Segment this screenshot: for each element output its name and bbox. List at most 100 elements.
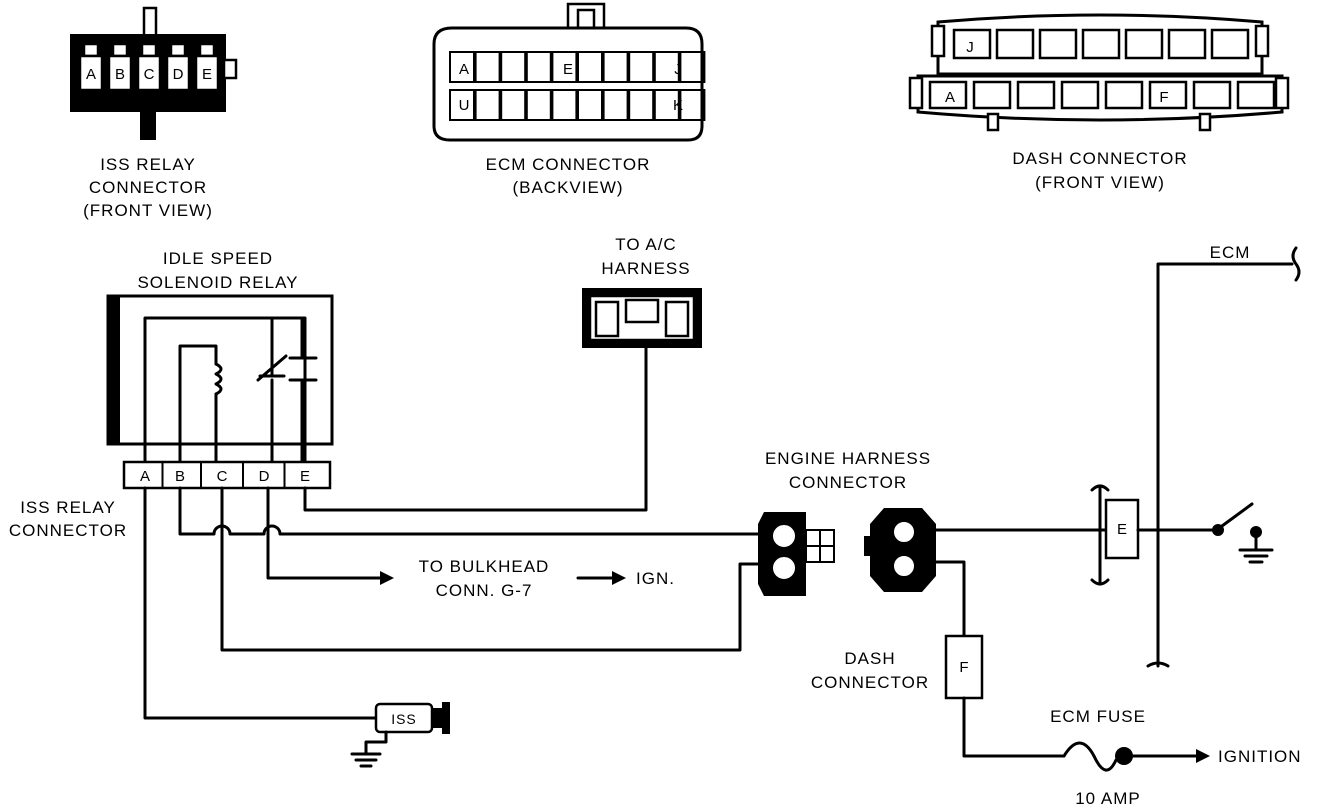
iss-relay-connector-front-view: A B C D E — [70, 6, 238, 140]
bulkhead-label-2: CONN. G-7 — [436, 581, 533, 600]
dash-cavity — [928, 80, 968, 110]
ecm-cavity — [679, 89, 706, 121]
iss-relay-connector-label-3: (FRONT VIEW) — [83, 201, 213, 220]
wire-e-to-ac-harness — [303, 344, 648, 512]
iss-relay-connector-label-2: CONNECTOR — [89, 178, 207, 197]
dash-cavity — [1104, 80, 1144, 110]
dash-cavity — [1167, 28, 1207, 60]
ecm-pin-u: U — [459, 97, 470, 114]
ecm-boundary — [1156, 262, 1294, 668]
ecm-cavity — [500, 89, 527, 121]
ecm-cavity — [551, 51, 578, 83]
ecm-cavity — [551, 89, 578, 121]
dash-connector-label-1: DASH CONNECTOR — [1012, 149, 1187, 168]
ecm-cavity — [500, 51, 527, 83]
ecm-connector-backview: A E J U K — [432, 2, 706, 142]
engine-harness-connector-right — [864, 508, 936, 592]
iss-top-pin-b: B — [115, 66, 125, 83]
iss-mid-pin-e: E — [300, 468, 310, 485]
ecm-fuse-label: ECM FUSE — [1050, 707, 1146, 726]
ecm-cavity — [577, 89, 603, 121]
iss-top-pin-d: D — [173, 66, 184, 83]
ecm-pin-a: A — [459, 61, 469, 78]
ecm-cavity — [653, 89, 680, 121]
dash-cavity — [1081, 28, 1121, 60]
wire-c-to-engine-harness — [220, 486, 760, 652]
dash-connector-mid-label-1: DASH — [844, 649, 895, 668]
idle-speed-solenoid-relay — [106, 294, 334, 464]
dash-cavity — [952, 28, 992, 60]
ecm-connector-label-1: ECM CONNECTOR — [486, 155, 651, 174]
relay-coil — [214, 362, 223, 396]
engine-harness-label-1: ENGINE HARNESS — [765, 449, 931, 468]
relay-title-2: SOLENOID RELAY — [137, 273, 298, 292]
iss-mid-pin-a: A — [140, 468, 150, 485]
iss-top-pin-a: A — [86, 66, 96, 83]
dash-connector-mid-label-2: CONNECTOR — [811, 673, 929, 692]
ecm-connector-label-2: (BACKVIEW) — [512, 178, 623, 197]
dash-connector-f: F — [944, 634, 984, 700]
iss-top-pin-e: E — [202, 66, 212, 83]
ecm-cavity — [628, 51, 655, 83]
dash-connector-label-2: (FRONT VIEW) — [1035, 173, 1165, 192]
ecm-cavity — [449, 51, 475, 83]
dash-cavity — [1148, 80, 1188, 110]
ignition-label: IGNITION — [1218, 747, 1302, 766]
iss-solenoid: ISS — [350, 702, 450, 768]
dash-cavity — [1060, 80, 1100, 110]
dash-connector-f-label: F — [959, 659, 968, 676]
ecm-pin-e: E — [563, 61, 573, 78]
ac-harness-connector — [582, 288, 702, 348]
bulkhead-label-1: TO BULKHEAD — [419, 557, 550, 576]
ecm-pin-j: J — [674, 61, 682, 78]
dash-cavity — [972, 80, 1012, 110]
wire-a-to-iss — [143, 486, 378, 720]
dash-cavity — [1038, 28, 1078, 60]
iss-mid-pin-c: C — [217, 468, 228, 485]
ecm-fuse-symbol — [1062, 741, 1118, 772]
dash-cavity — [1192, 80, 1232, 110]
ign-label: IGN. — [636, 569, 675, 588]
dash-cavity — [1236, 80, 1276, 110]
dash-pin-a: A — [945, 89, 955, 106]
ecm-label: ECM — [1210, 243, 1251, 262]
dash-cavity — [1124, 28, 1164, 60]
ac-harness-label-2: HARNESS — [601, 259, 690, 278]
ecm-terminal-e-label: E — [1117, 521, 1127, 538]
iss-relay-connector-label-1: ISS RELAY — [100, 155, 196, 174]
iss-top-pin-c: C — [144, 66, 155, 83]
ecm-cavity — [628, 89, 655, 121]
engine-harness-label-2: CONNECTOR — [789, 473, 907, 492]
wire-d-to-bulkhead — [266, 486, 382, 580]
ecm-cavity — [525, 89, 552, 121]
iss-relay-connector-mid-label-1: ISS RELAY — [20, 498, 116, 517]
ecm-cavity — [602, 89, 629, 121]
ecm-cavity — [602, 51, 629, 83]
iss-relay-connector-mid-label-2: CONNECTOR — [9, 521, 127, 540]
dash-cavity — [995, 28, 1035, 60]
ecm-cavity — [577, 51, 603, 83]
ecm-cavity — [653, 51, 680, 83]
relay-title-1: IDLE SPEED — [163, 249, 273, 268]
wire-b-to-engine-harness — [178, 486, 760, 536]
ecm-cavity — [474, 51, 501, 83]
ac-harness-label-1: TO A/C — [615, 235, 676, 254]
ecm-terminal-e: E — [1090, 484, 1140, 586]
ecm-pin-k: K — [673, 97, 683, 114]
dash-connector-front-view: J A F — [908, 13, 1290, 132]
fuse-amp-label: 10 AMP — [1075, 789, 1141, 808]
iss-label: ISS — [391, 711, 417, 727]
ecm-cavity — [474, 89, 501, 121]
dash-cavity — [1016, 80, 1056, 110]
ecm-cavity — [449, 89, 475, 121]
iss-relay-connector: A B C D E — [122, 460, 332, 490]
dash-cavity — [1210, 28, 1250, 60]
ecm-cavity — [679, 51, 706, 83]
iss-mid-pin-b: B — [175, 468, 185, 485]
dash-pin-f: F — [1159, 89, 1168, 106]
engine-harness-connector-left — [758, 512, 835, 596]
dash-pin-j: J — [966, 39, 974, 56]
ecm-switch — [1220, 502, 1254, 528]
iss-mid-pin-d: D — [259, 468, 270, 485]
